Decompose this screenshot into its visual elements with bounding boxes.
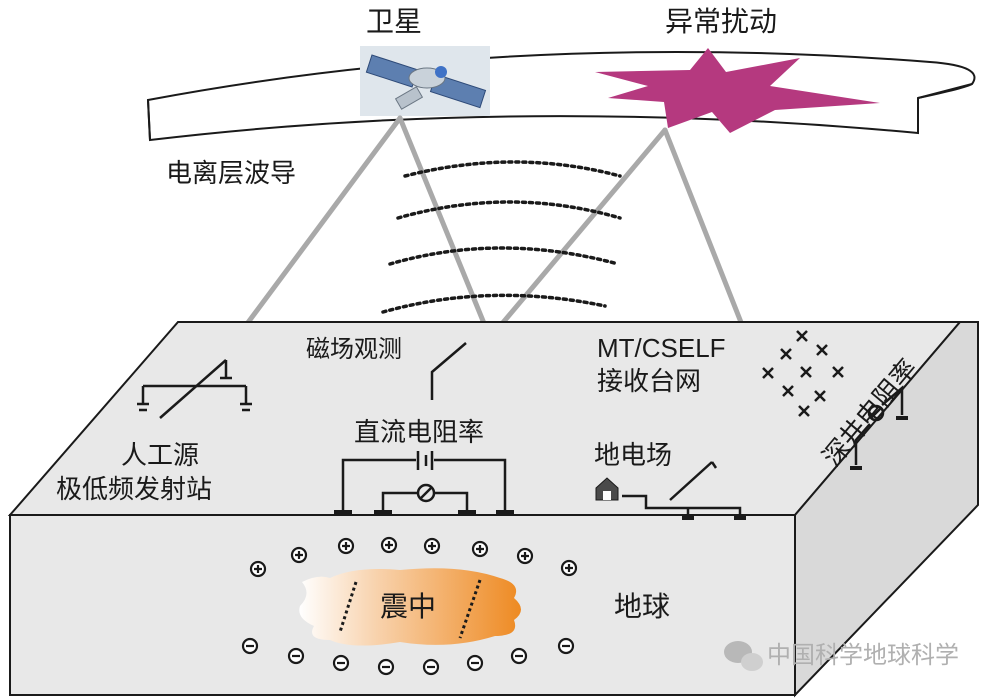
negative-charge-icon [422,658,440,676]
magnetic-observation-label: 磁场观测 [306,335,402,363]
charge-symbols [241,536,578,676]
negative-charge-icon [510,647,528,665]
earth-label: 地球 [614,590,671,623]
geoelectric-field-label: 地电场 [594,441,673,471]
epicenter-label: 震中 [380,590,437,623]
positive-charge-icon [380,536,398,554]
receiver-cross-mark [782,385,794,397]
satellite-icon [360,46,490,116]
anomaly-label: 异常扰动 [665,5,778,38]
receiver-cross-mark [798,405,810,417]
positive-charge-icon [337,537,355,555]
geoelectric-field-icon [622,461,746,520]
negative-charge-icon [287,647,305,665]
earth-block [7,321,979,698]
negative-charge-icon [557,637,575,655]
ionosphere-waveguide-label: 电离层波导 [166,159,297,189]
receiver-cross-mark [800,366,812,378]
deep-well-resistivity-icon [850,385,908,470]
positive-charge-icon [471,540,489,558]
receiver-cross-mark [762,367,774,379]
positive-charge-icon [560,559,578,577]
anomaly-burst-icon [595,48,880,133]
positive-charge-icon [249,560,267,578]
house-icon [595,477,619,501]
positive-charge-icon [290,546,308,564]
mt-cself-label: MT/CSELF [597,333,726,363]
mt-cself-receiver-array [762,330,844,417]
positive-charge-icon [516,547,534,565]
dc-resistivity-label: 直流电阻率 [354,418,485,448]
ionosphere-band [146,50,976,142]
positive-charge-icon [423,537,441,555]
wechat-icon [724,641,763,671]
receiver-cross-mark [796,330,808,342]
satellite-label: 卫星 [366,5,423,38]
em-waves [381,160,622,314]
negative-charge-icon [466,654,484,672]
receiver-cross-mark [816,344,828,356]
elf-transmitter-icon [137,359,252,419]
negative-charge-icon [241,637,259,655]
watermark-label: 中国科学地球科学 [767,641,959,669]
signal-lines [232,115,751,343]
negative-charge-icon [377,658,395,676]
receiver-cross-mark [780,348,792,360]
epicenter-zone [299,568,521,646]
receiver-cross-mark [832,366,844,378]
negative-charge-icon [332,654,350,672]
magnetometer-icon [430,342,467,400]
artificial-source-label: 人工源 [120,441,199,471]
receiver-cross-mark [814,390,826,402]
dc-resistivity-circuit [334,451,514,514]
elf-station-label: 极低频发射站 [56,475,213,505]
receiver-network-label: 接收台网 [597,367,702,397]
